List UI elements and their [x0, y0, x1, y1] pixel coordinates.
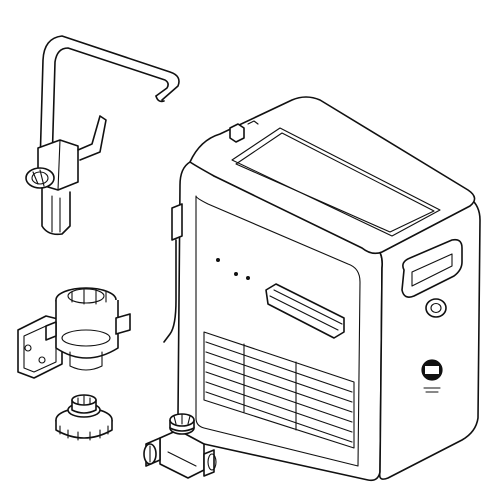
filter-cap-icon	[55, 394, 113, 441]
vent-grille	[203, 331, 355, 449]
handle	[265, 283, 345, 339]
knob	[425, 298, 447, 318]
inlet-valve-icon	[143, 413, 217, 479]
filter-head-icon	[17, 287, 131, 379]
side-connector	[171, 203, 183, 241]
faucet-icon	[25, 35, 180, 236]
brand-badge	[421, 359, 443, 393]
top-panel	[231, 127, 441, 237]
display-window	[401, 238, 463, 298]
water-purifier-icon	[163, 96, 481, 482]
